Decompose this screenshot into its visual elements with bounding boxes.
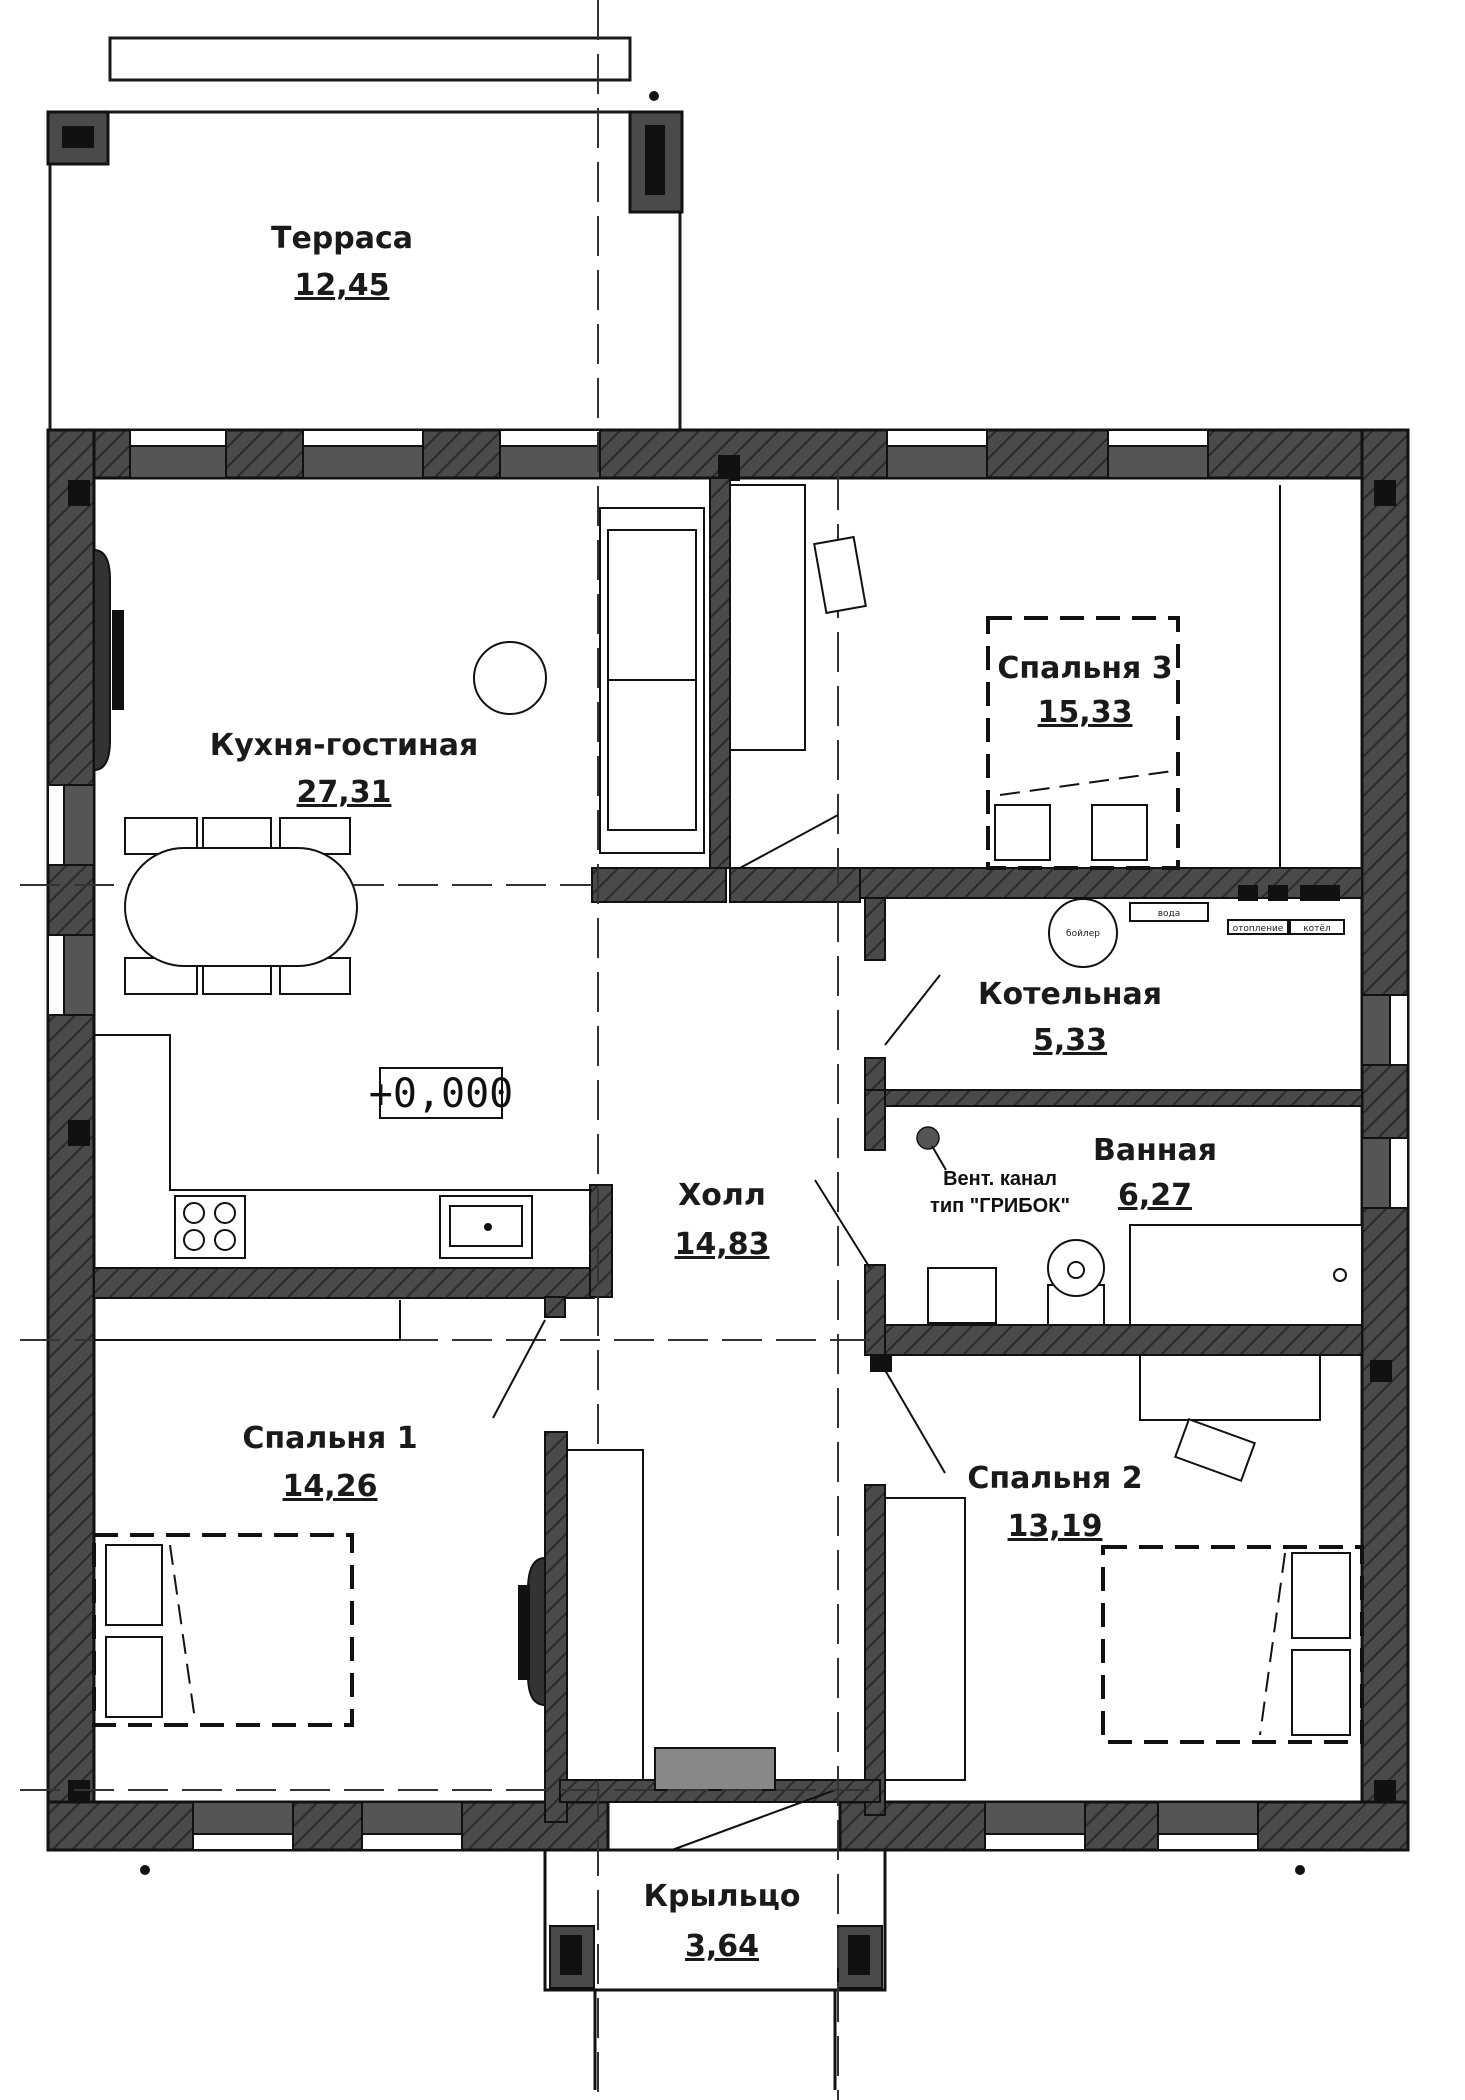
bedroom1-area: 14,26 [283,1469,378,1504]
boiler-room-equipment [884,898,1345,1046]
entrance-door[interactable] [654,1747,776,1791]
heating-label: отопление [1233,924,1284,934]
bedroom1-furniture [94,1300,644,1781]
kitchen-area: 27,31 [297,775,392,810]
boiler-area: 5,33 [1033,1023,1107,1058]
boiler-name: Котельная [978,977,1162,1012]
porch-name: Крыльцо [644,1879,801,1914]
porch-area: 3,64 [685,1929,759,1964]
vent-channel-icon [916,1126,940,1150]
bedroom3-name: Спальня 3 [997,651,1172,686]
bathroom-area: 6,27 [1118,1178,1192,1213]
level-mark-box [379,1067,503,1119]
kitchen-name: Кухня-гостиная [210,728,479,763]
bathroom-name: Ванная [1093,1133,1217,1168]
level-mark: +0,000 [369,1071,514,1117]
hall-name: Холл [678,1178,766,1213]
boiler-tank-label: бойлер [1066,929,1100,939]
kitchen-furniture [94,507,705,1259]
fireplace-bedroom1 [518,1556,546,1707]
interior-walls [93,477,1363,1823]
terrace-area: 12,45 [295,268,390,303]
hall-area: 14,83 [675,1227,770,1262]
bedroom2-furniture [884,1354,1321,1781]
bathroom-fixtures [927,1224,1363,1326]
bedroom1-name: Спальня 1 [242,1421,417,1456]
bedroom3-area: 15,33 [1038,695,1133,730]
exterior-walls [46,428,1410,1852]
terrace-name: Терраса [271,221,413,256]
fireplace-kitchen [93,548,124,772]
door-swings [492,1179,946,1474]
windows [47,429,1409,1851]
vent-note-line2: тип "ГРИБОК" [930,1195,1070,1217]
bedroom2-area: 13,19 [1008,1509,1103,1544]
porch-structure [543,1848,887,2090]
water-label: вода [1158,909,1181,919]
bed-bedroom1 [92,1533,354,1727]
vent-note-line1: Вент. канал [943,1168,1057,1190]
boiler-unit-label: котёл [1303,924,1330,934]
bed-bedroom3 [986,616,1180,870]
bed-bedroom2 [1101,1545,1364,1744]
bedroom2-name: Спальня 2 [967,1461,1142,1496]
bedroom3-furniture [729,484,1281,869]
boiler-room-panel [1238,885,1340,901]
